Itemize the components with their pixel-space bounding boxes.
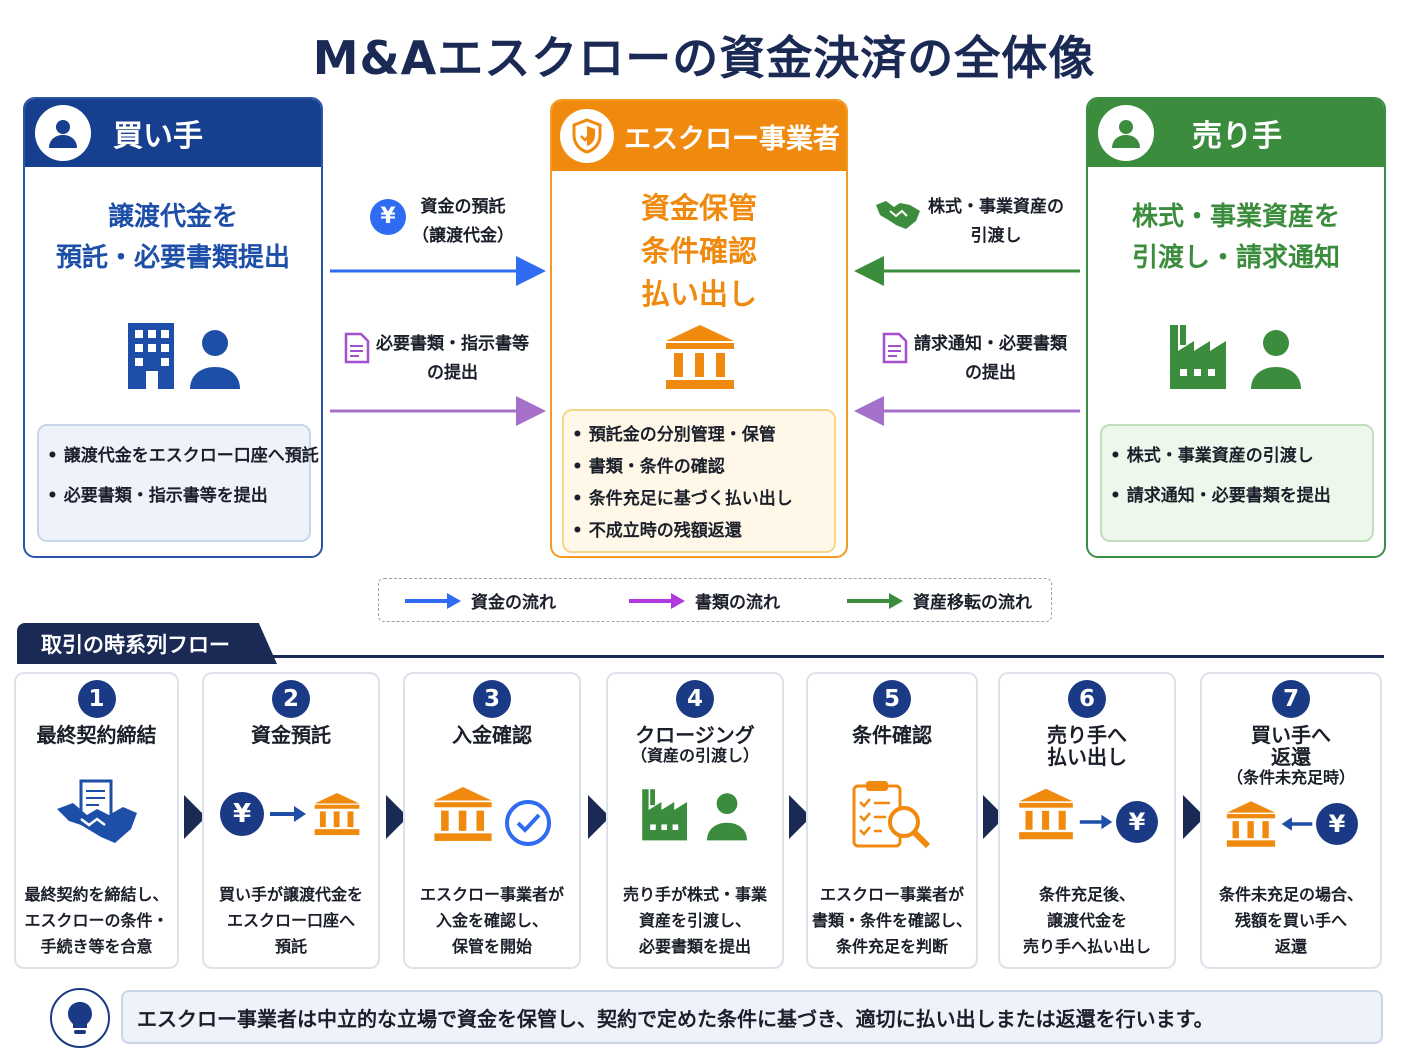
yen-icon: ¥ — [1116, 801, 1158, 843]
yen-to-bank-icon: ¥ — [204, 774, 378, 854]
yen-icon: ¥ — [1316, 803, 1358, 845]
escrow-panel: エスクロー事業者 資金保管 条件確認 払い出し 預託金の分別管理・保管 書類・条… — [550, 99, 848, 558]
step-title: 買い手へ返還 — [1251, 723, 1331, 769]
note-banner: エスクロー事業者は中立的な立場で資金を保管し、契約で定めた条件に基づき、適切に払… — [121, 990, 1383, 1044]
escrow-role: 資金保管 条件確認 払い出し — [640, 191, 757, 311]
list-item: 請求通知・必要書類を提出 — [1110, 476, 1364, 516]
buyer-role: 譲渡代金を 預託・必要書類提出 — [55, 202, 290, 273]
step-description: 条件充足後、譲渡代金を売り手へ払い出し — [1022, 885, 1151, 956]
bank-icon — [662, 323, 738, 395]
legend-docs: 書類の流れ — [629, 588, 780, 613]
step-subtitle: （条件未充足時） — [1226, 768, 1355, 787]
step-number: 6 — [1068, 680, 1106, 718]
step-title: 条件確認 — [852, 723, 932, 747]
step-description: 最終契約を締結し、エスクローの条件・手続き等を合意 — [24, 885, 169, 956]
list-item: 条件充足に基づく払い出し — [572, 483, 826, 515]
bank-to-yen-icon: ¥ — [1000, 774, 1174, 854]
list-item: 書類・条件の確認 — [572, 451, 826, 483]
yen-icon: ¥ — [370, 199, 406, 235]
step-number: 5 — [873, 680, 911, 718]
timeline-step-5: 5 条件確認 エスクロー事業者が書類・条件を確認し、条件充足を判断 — [806, 672, 978, 969]
step-number: 7 — [1272, 680, 1310, 718]
timeline-step-1: 1 最終契約締結 最終契約を締結し、エスクローの条件・手続き等を合意 — [14, 672, 179, 969]
chevron-right-icon — [789, 795, 811, 839]
timeline-step-3: 3 入金確認 エスクロー事業者が入金を確認し、保管を開始 — [403, 672, 581, 969]
list-item: 必要書類・指示書等を提出 — [47, 476, 301, 516]
factory-user-icon — [608, 774, 782, 854]
yen-icon: ¥ — [220, 792, 264, 836]
clipboard-search-icon — [808, 774, 976, 854]
step-title: クロージング — [635, 723, 755, 747]
handshake-icon — [876, 201, 920, 229]
buyer-label: 買い手 — [113, 119, 203, 154]
timeline-step-2: 2 資金預託 ¥ 買い手が譲渡代金をエスクロー口座へ預託 — [202, 672, 380, 969]
user-icon — [35, 105, 91, 161]
handshake-contract-icon — [16, 774, 177, 854]
step-number: 4 — [676, 680, 714, 718]
step-subtitle: （資産の引渡し） — [630, 746, 759, 765]
page-title: M&Aエスクローの資金決済の全体像 — [312, 31, 1096, 85]
step-description: 条件未充足の場合、残額を買い手へ返還 — [1218, 885, 1363, 956]
flow-arrows — [330, 256, 1080, 426]
chevron-right-icon — [1183, 795, 1205, 839]
document-icon — [882, 332, 908, 364]
step-description: 売り手が株式・事業資産を引渡し、必要書類を提出 — [622, 885, 767, 956]
step-title: 最終契約締結 — [36, 723, 157, 747]
lightbulb-icon — [50, 988, 110, 1048]
step-title: 売り手へ払い出し — [1047, 723, 1127, 769]
yen-to-bank-return-icon: ¥ — [1202, 774, 1380, 854]
seller-bullets: 株式・事業資産の引渡し 請求通知・必要書類を提出 — [1100, 424, 1374, 542]
money-flow-label: ¥ 資金の預託（譲渡代金） — [370, 193, 514, 251]
timeline-label: 取引の時系列フロー — [17, 623, 277, 664]
document-icon — [344, 332, 370, 364]
step-description: エスクロー事業者が書類・条件を確認し、条件充足を判断 — [811, 885, 972, 956]
timeline-step-7: 7 買い手へ返還 （条件未充足時） ¥ 条件未充足の場合、残額を買い手へ返還 — [1200, 672, 1382, 969]
buyer-header: 買い手 — [25, 99, 321, 167]
step-title: 入金確認 — [452, 723, 532, 747]
buyer-docs-label: 必要書類・指示書等の提出 — [344, 330, 529, 388]
escrow-header: エスクロー事業者 — [552, 101, 846, 171]
escrow-label: エスクロー事業者 — [624, 123, 840, 155]
step-number: 2 — [272, 680, 310, 718]
seller-docs-label: 請求通知・必要書類の提出 — [882, 330, 1067, 388]
seller-header: 売り手 — [1088, 99, 1384, 167]
list-item: 不成立時の残額返還 — [572, 515, 826, 547]
shield-icon — [560, 109, 614, 163]
escrow-bullets: 預託金の分別管理・保管 書類・条件の確認 条件充足に基づく払い出し 不成立時の残… — [562, 409, 836, 553]
timeline-divider — [17, 655, 1384, 658]
legend-money: 資金の流れ — [405, 588, 556, 613]
bank-check-icon — [405, 774, 579, 854]
user-icon — [1098, 105, 1154, 161]
step-number: 1 — [77, 680, 116, 718]
seller-panel: 売り手 株式・事業資産を 引渡し・請求通知 株式・事業資産の引渡し 請求通知・必… — [1086, 97, 1386, 558]
timeline-step-6: 6 売り手へ払い出し ¥ 条件充足後、譲渡代金を売り手へ払い出し — [998, 672, 1176, 969]
seller-label: 売り手 — [1192, 119, 1282, 154]
list-item: 預託金の分別管理・保管 — [572, 419, 826, 451]
step-description: 買い手が譲渡代金をエスクロー口座へ預託 — [218, 885, 363, 956]
step-description: エスクロー事業者が入金を確認し、保管を開始 — [419, 885, 564, 956]
legend-asset: 資産移転の流れ — [847, 588, 1032, 613]
factory-user-icon — [1168, 321, 1304, 395]
buyer-panel: 買い手 譲渡代金を 預託・必要書類提出 譲渡代金をエスクロー口座へ預託 必要書類… — [23, 97, 323, 558]
list-item: 譲渡代金をエスクロー口座へ預託 — [47, 436, 319, 476]
seller-role: 株式・事業資産を 引渡し・請求通知 — [1131, 202, 1340, 273]
timeline-step-4: 4 クロージング （資産の引渡し） 売り手が株式・事業資産を引渡し、必要書類を提… — [606, 672, 784, 969]
chevron-right-icon — [588, 795, 610, 839]
chevron-right-icon — [386, 795, 408, 839]
legend: 資金の流れ 書類の流れ 資産移転の流れ — [378, 578, 1052, 622]
step-number: 3 — [473, 680, 511, 718]
list-item: 株式・事業資産の引渡し — [1110, 436, 1364, 476]
building-user-icon — [125, 321, 241, 395]
chevron-right-icon — [184, 795, 206, 839]
buyer-bullets: 譲渡代金をエスクロー口座へ預託 必要書類・指示書等を提出 — [37, 424, 319, 542]
asset-flow-label: 株式・事業資産の引渡し — [874, 193, 1064, 251]
step-title: 資金預託 — [251, 723, 331, 747]
